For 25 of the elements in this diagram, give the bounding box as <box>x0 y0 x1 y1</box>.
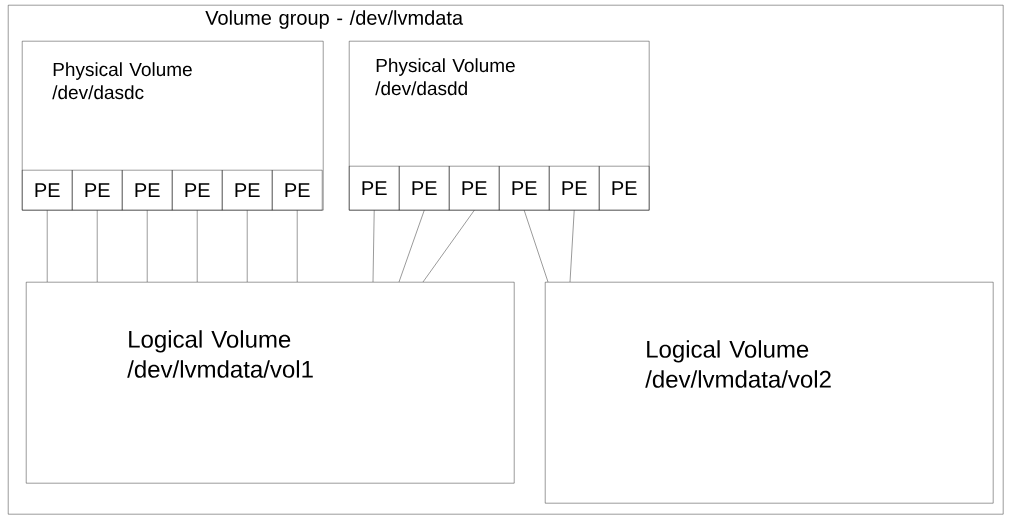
volume-box: Logical Volume /dev/lvmdata/vol1 <box>26 282 515 484</box>
extent-cell: PE <box>222 170 273 211</box>
connector-line <box>97 210 98 283</box>
extent-cell: PE <box>499 166 550 211</box>
extent-cell: PE <box>449 166 500 211</box>
extent-cell: PE <box>272 170 323 211</box>
connector-line <box>398 210 425 283</box>
extent-cell: PE <box>172 170 223 211</box>
connector-line <box>372 210 375 283</box>
connector-line <box>47 210 48 283</box>
extent-cell: PE <box>549 166 600 211</box>
connector-line <box>297 210 298 283</box>
connector-line <box>197 210 198 283</box>
connector-line <box>524 210 549 283</box>
extent-cell: PE <box>399 166 450 211</box>
connector-line <box>422 210 475 283</box>
extent-cell: PE <box>122 170 173 211</box>
extent-cell: PE <box>349 166 400 211</box>
extent-cell: PE <box>599 166 650 211</box>
connector-line <box>247 210 248 283</box>
connector-line <box>569 210 575 283</box>
connector-line <box>147 210 148 283</box>
volume-box: Logical Volume /dev/lvmdata/vol2 <box>545 282 994 504</box>
extent-cell: PE <box>72 170 123 211</box>
extent-cell: PE <box>22 170 73 211</box>
